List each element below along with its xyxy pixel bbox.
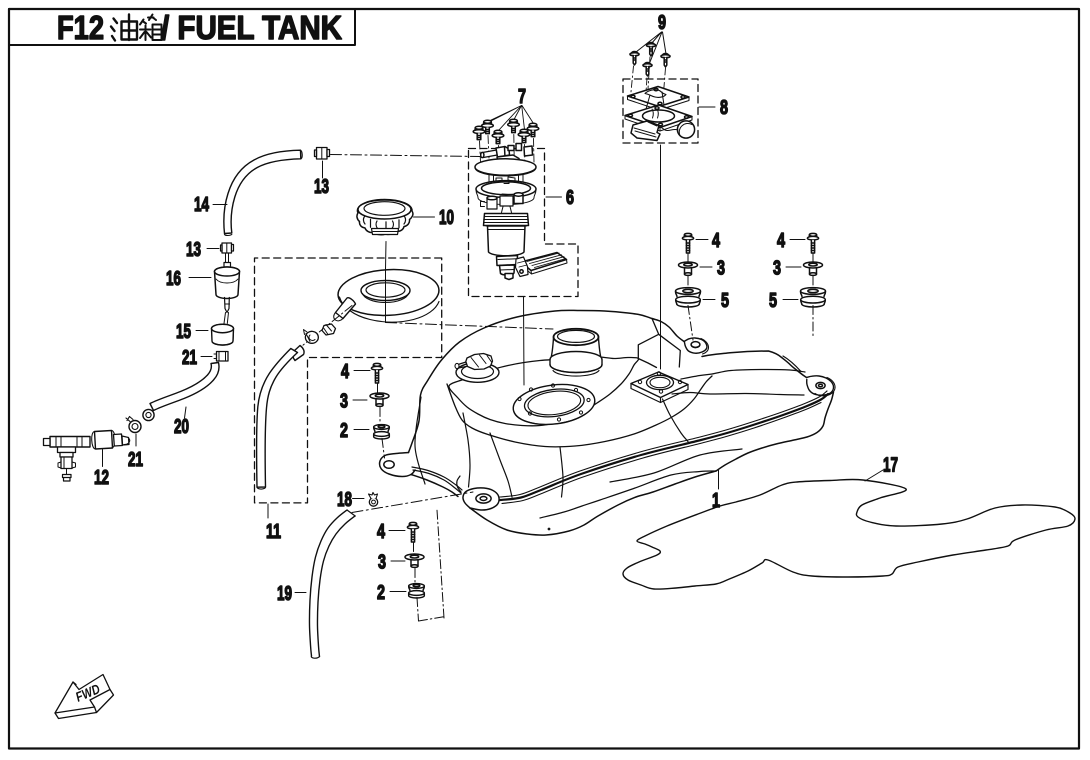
svg-text:17: 17 — [883, 455, 898, 477]
svg-text:3: 3 — [378, 552, 386, 574]
svg-text:21: 21 — [182, 347, 197, 369]
svg-text:1: 1 — [712, 490, 720, 512]
svg-text:8: 8 — [720, 97, 728, 119]
svg-text:6: 6 — [566, 187, 574, 209]
svg-text:3: 3 — [773, 258, 781, 280]
svg-text:11: 11 — [266, 521, 281, 543]
svg-text:20: 20 — [174, 416, 189, 438]
svg-text:3: 3 — [340, 391, 348, 413]
svg-text:4: 4 — [341, 361, 350, 383]
svg-text:14: 14 — [194, 194, 210, 216]
svg-text:5: 5 — [769, 290, 777, 312]
svg-text:13: 13 — [186, 239, 201, 261]
svg-text:18: 18 — [337, 489, 352, 511]
svg-text:21: 21 — [128, 449, 143, 471]
svg-text:F12: F12 — [57, 9, 104, 46]
svg-text:15: 15 — [176, 321, 191, 343]
svg-text:4: 4 — [377, 521, 386, 543]
svg-text:/ FUEL TANK: / FUEL TANK — [161, 9, 342, 46]
svg-text:4: 4 — [712, 230, 721, 252]
svg-text:7: 7 — [518, 86, 526, 108]
svg-text:10: 10 — [439, 207, 454, 229]
svg-text:9: 9 — [658, 12, 666, 34]
svg-text:12: 12 — [94, 467, 109, 489]
svg-text:2: 2 — [340, 420, 348, 442]
svg-text:5: 5 — [721, 290, 729, 312]
svg-text:16: 16 — [166, 268, 181, 290]
svg-text:4: 4 — [777, 230, 786, 252]
svg-text:2: 2 — [377, 582, 385, 604]
svg-text:19: 19 — [277, 583, 292, 605]
svg-text:13: 13 — [314, 176, 329, 198]
svg-text:3: 3 — [717, 258, 725, 280]
